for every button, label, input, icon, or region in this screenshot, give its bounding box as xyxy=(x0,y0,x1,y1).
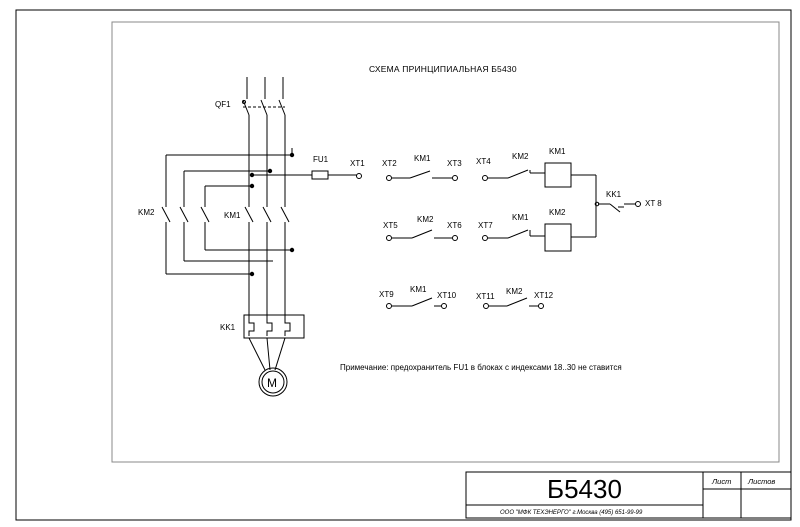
km2-contact-label-r2: KM2 xyxy=(417,215,434,224)
kk1-left-label: KK1 xyxy=(220,323,236,332)
km1-contact-label-r1: KM1 xyxy=(414,154,431,163)
xt10-label: XT10 xyxy=(437,291,457,300)
diagram-note: Примечание: предохранитель FU1 в блоках … xyxy=(340,363,622,372)
km2-contact-label-r3: KM2 xyxy=(506,287,523,296)
control-row-3: XT9 KM1 XT10 XT11 KM2 XT12 xyxy=(379,285,554,309)
km2-contact-label-r1: KM2 xyxy=(512,152,529,161)
km1-contact-label-r2: KM1 xyxy=(512,213,529,222)
title-block: Б5430 ООО "МФК ТЕХЭНЕРГО" г.Москва (495)… xyxy=(465,471,792,519)
kk1-thermal-relay xyxy=(243,314,305,339)
kk1-contact-label: KK1 xyxy=(606,190,622,199)
xt1-label: XT1 xyxy=(350,159,365,168)
xt12-label: XT12 xyxy=(534,291,554,300)
xt2-label: XT2 xyxy=(382,159,397,168)
motor: M xyxy=(258,367,288,397)
km2-left-label: KM2 xyxy=(138,208,155,217)
fu1-label: FU1 xyxy=(313,155,329,164)
title-block-company: ООО "МФК ТЕХЭНЕРГО" г.Москва (495) 651-9… xyxy=(500,510,643,516)
km1-coil-label: KM1 xyxy=(549,147,566,156)
outer-frame xyxy=(15,9,792,521)
qf1-label: QF1 xyxy=(215,100,231,109)
xt4-label: XT4 xyxy=(476,157,491,166)
title-block-code: Б5430 xyxy=(547,474,622,504)
km2-power-contacts xyxy=(161,206,210,223)
inner-frame xyxy=(111,21,780,463)
control-row-2: XT5 KM2 XT6 XT7 KM1 KM2 xyxy=(383,208,596,252)
km2-coil-label: KM2 xyxy=(549,208,566,217)
power-circuit: QF1 KM2 KM1 xyxy=(138,77,312,397)
xt5-label: XT5 xyxy=(383,221,398,230)
km1-contact-label-r3: KM1 xyxy=(410,285,427,294)
xt6-label: XT6 xyxy=(447,221,462,230)
xt8-label: XT 8 xyxy=(645,199,662,208)
xt11-label: XT11 xyxy=(476,292,495,301)
qf1-breaker xyxy=(242,99,286,116)
fu1-fuse xyxy=(311,170,329,180)
xt7-label: XT7 xyxy=(478,221,493,230)
control-row-1: XT1 XT2 KM1 XT3 XT4 KM2 KM1 KK1 XT 8 xyxy=(328,147,662,237)
xt9-label: XT9 xyxy=(379,290,394,299)
km1-power-contacts xyxy=(244,206,290,223)
xt3-label: XT3 xyxy=(447,159,462,168)
diagram-title: СХЕМА ПРИНЦИПИАЛЬНАЯ Б5430 xyxy=(369,64,517,74)
km1-left-label: KM1 xyxy=(224,211,241,220)
motor-label: M xyxy=(267,376,277,390)
title-block-sheets-label: Листов xyxy=(747,477,775,486)
title-block-sheet-label: Лист xyxy=(711,477,731,486)
